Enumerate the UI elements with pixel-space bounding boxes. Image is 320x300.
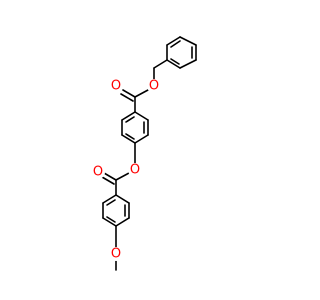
bond	[134, 134, 149, 144]
oxygen-label: O	[111, 247, 121, 262]
bond	[106, 216, 116, 223]
bond	[103, 172, 117, 181]
benzyl-ring	[153, 36, 197, 69]
molecule-canvas: O O O O O	[91, 36, 197, 271]
atom-O-aryl: O	[128, 163, 142, 178]
bond	[179, 59, 197, 69]
atom-O-carbonyl-top: O	[109, 79, 123, 94]
bond	[120, 93, 134, 102]
oxygen-label: O	[111, 79, 121, 94]
bond	[115, 172, 130, 181]
bond	[179, 36, 197, 46]
bond	[170, 40, 181, 48]
bond	[166, 59, 181, 69]
atom-O-link-top: O	[147, 79, 161, 94]
bond	[102, 194, 117, 204]
oxygen-label: O	[130, 163, 140, 178]
bond	[122, 89, 136, 98]
bond	[134, 89, 149, 98]
bond	[102, 217, 117, 227]
bond	[121, 134, 136, 144]
methoxyphenyl-ring	[102, 194, 130, 227]
bond	[166, 36, 181, 46]
atom-O-methoxy: O	[109, 247, 123, 262]
molecule-structure: O O O O O	[91, 36, 197, 271]
bond	[125, 133, 135, 140]
central-ring	[121, 111, 149, 144]
oxygen-label: O	[149, 79, 159, 94]
bond	[134, 111, 149, 121]
oxygen-label: O	[93, 165, 103, 180]
bond	[153, 59, 168, 69]
bond	[121, 111, 136, 121]
atom-O-carbonyl-bottom: O	[91, 165, 105, 180]
bond	[170, 58, 180, 65]
bond	[115, 194, 130, 204]
bond	[125, 116, 135, 123]
bond	[101, 176, 115, 185]
bond	[115, 217, 130, 227]
bond	[106, 199, 116, 206]
